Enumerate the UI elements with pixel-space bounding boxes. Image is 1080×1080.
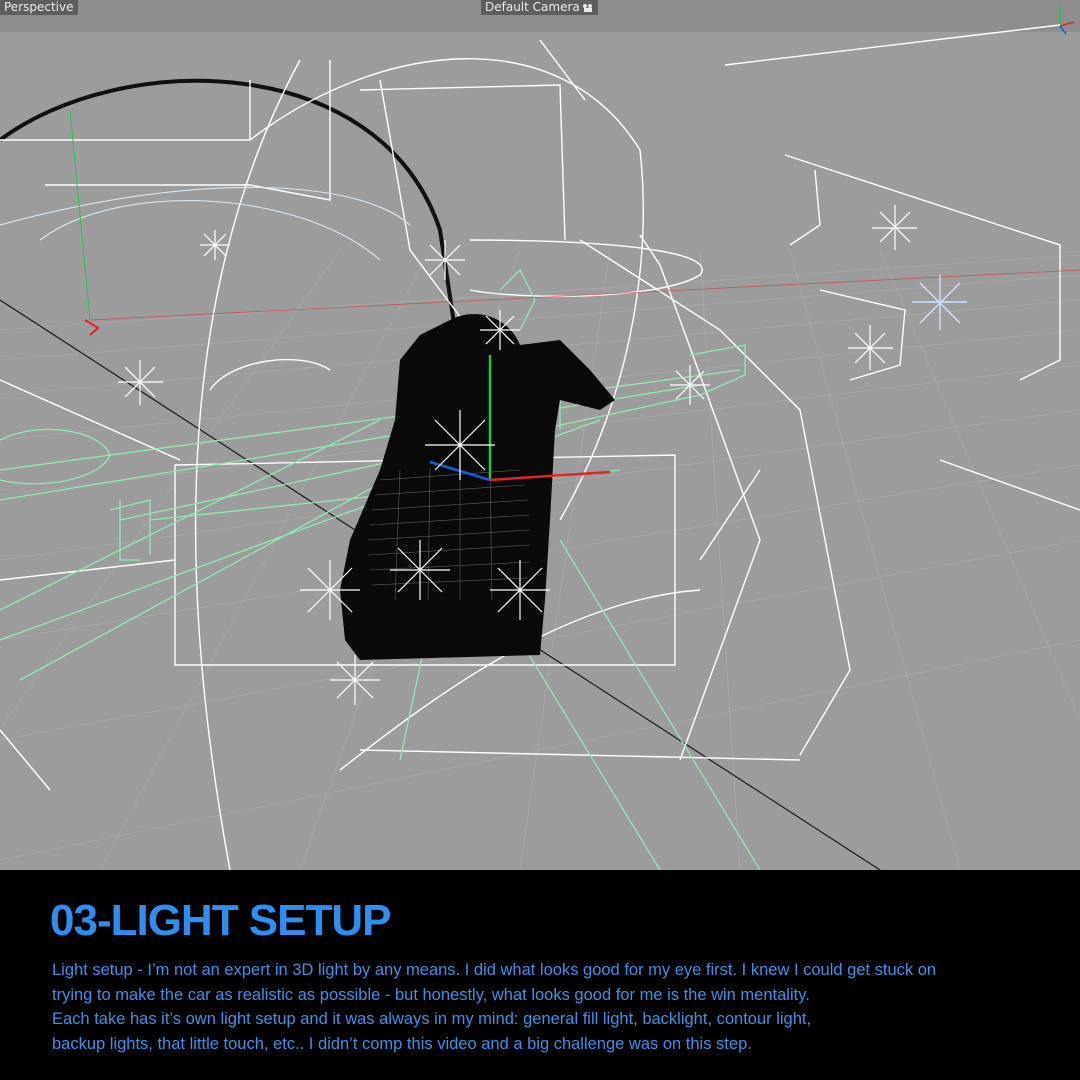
camera-label[interactable]: Default Camera (481, 0, 598, 15)
light-rig-wires (0, 24, 1080, 870)
caption-body: Light setup - I’m not an expert in 3D li… (52, 958, 1062, 1056)
section-title: 03-LIGHT SETUP (50, 896, 391, 945)
car-silhouette (340, 314, 615, 660)
axis-gizmo-icon (1059, 5, 1075, 35)
caption-line: trying to make the car as realistic as p… (52, 985, 810, 1004)
caption-line: Light setup - I’m not an expert in 3D li… (52, 961, 937, 979)
camera-label-text: Default Camera (485, 0, 580, 14)
caption-line: Each take has it’s own light setup and i… (52, 1010, 812, 1028)
object-axis-gizmo (69, 109, 1080, 482)
scene-wireframe (0, 24, 1080, 870)
3d-viewport[interactable]: Perspective Default Camera (0, 0, 1080, 870)
light-arc (0, 78, 457, 331)
view-mode-label[interactable]: Perspective (0, 0, 78, 15)
camera-icon (582, 3, 592, 12)
light-sources (118, 205, 917, 705)
caption-line: backup lights, that little touch, etc.. … (52, 1034, 752, 1053)
caption-panel: 03-LIGHT SETUP Light setup - I’m not an … (0, 870, 1080, 1080)
